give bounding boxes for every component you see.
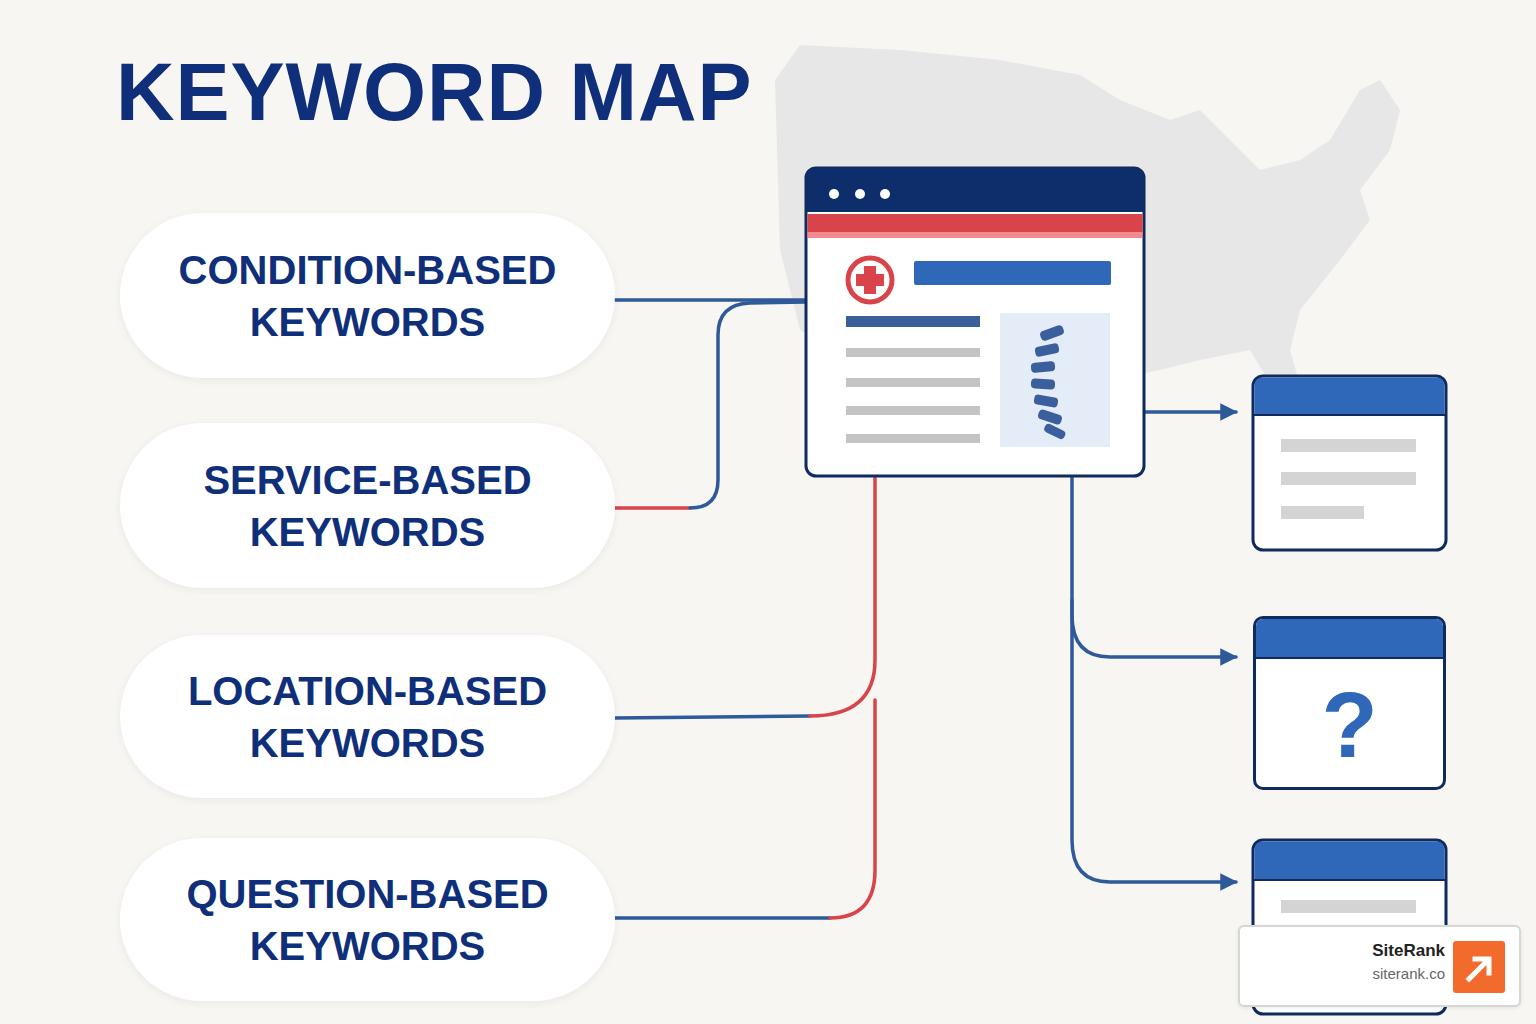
brand-name: SiteRank xyxy=(1372,939,1445,963)
question-card: ? xyxy=(1253,616,1446,790)
keyword-category-pill: SERVICE-BASED KEYWORDS xyxy=(120,423,615,588)
content-card xyxy=(1253,376,1446,550)
category-label: QUESTION-BASED KEYWORDS xyxy=(148,868,588,972)
diagram-title: KEYWORD MAP xyxy=(116,52,753,133)
browser-window xyxy=(806,168,1144,476)
badge-text: SiteRanksiterank.co xyxy=(1372,939,1445,985)
keyword-category-pill: CONDITION-BASED KEYWORDS xyxy=(120,213,615,378)
brand-url: siterank.co xyxy=(1372,963,1445,986)
category-label: LOCATION-BASED KEYWORDS xyxy=(148,665,588,769)
brand-badge: SiteRanksiterank.co xyxy=(1238,925,1521,1007)
category-label: SERVICE-BASED KEYWORDS xyxy=(148,454,588,558)
category-label: CONDITION-BASED KEYWORDS xyxy=(148,244,588,348)
keyword-category-pill: LOCATION-BASED KEYWORDS xyxy=(120,635,615,798)
keyword-category-pill: QUESTION-BASED KEYWORDS xyxy=(120,838,615,1001)
question-mark: ? xyxy=(1256,663,1443,787)
card-header xyxy=(1256,619,1443,659)
brand-logo xyxy=(1453,941,1505,993)
